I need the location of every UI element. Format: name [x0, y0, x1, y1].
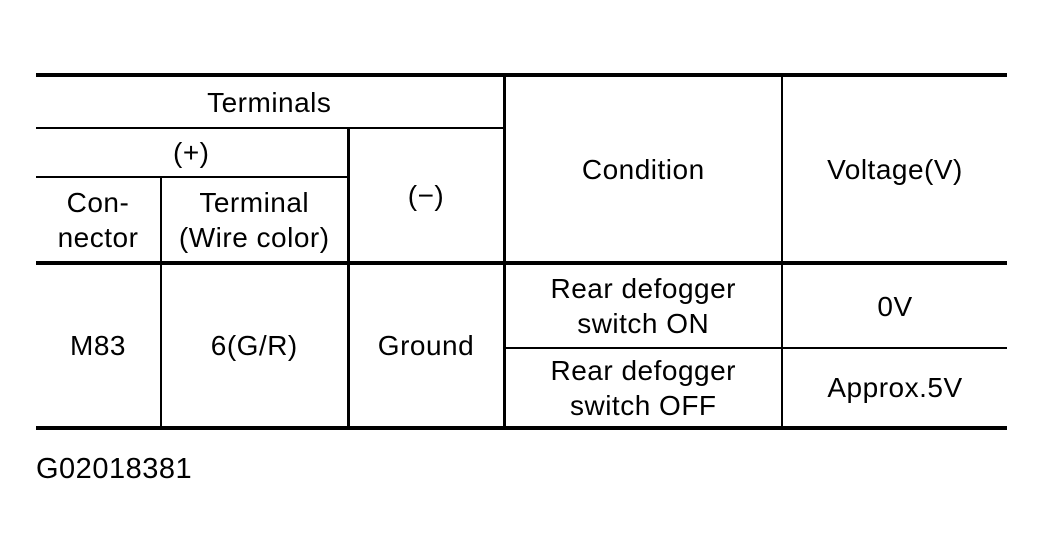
voltage-off-cell: Approx.5V — [782, 348, 1007, 430]
voltage-on-cell: 0V — [782, 263, 1007, 349]
terminal-value-cell: 6(G/R) — [161, 263, 350, 430]
header-row-polarity: (+) (−) — [36, 128, 1007, 265]
plus-header-cell: (+) — [36, 128, 350, 178]
figure-code: G02018381 — [36, 453, 193, 485]
connector-header-cell: Con- nector — [36, 177, 162, 265]
header-row-connector: Con- nector Terminal (Wire color) — [36, 177, 1007, 265]
connector-value-cell: M83 — [36, 263, 162, 430]
condition-on-cell: Rear defogger switch ON — [504, 263, 783, 349]
condition-off-cell: Rear defogger switch OFF — [504, 348, 783, 430]
header-row-terminals: Terminals Condition Voltage(V) — [36, 73, 1007, 265]
data-row-switch-off: Rear defogger switch OFF Approx.5V — [36, 348, 1007, 430]
terminal-header-cell: Terminal (Wire color) — [161, 177, 350, 265]
terminals-header-cell: Terminals — [36, 73, 506, 129]
condition-header-cell: Condition — [502, 73, 783, 265]
voltage-spec-table: Terminals Condition Voltage(V) (+) (−) C… — [36, 73, 1007, 430]
minus-header-cell: (−) — [348, 128, 506, 265]
minus-value-cell: Ground — [348, 263, 506, 430]
data-row-switch-on: M83 6(G/R) Ground Rear defogger switch O… — [36, 263, 1007, 430]
voltage-header-cell: Voltage(V) — [782, 73, 1007, 265]
